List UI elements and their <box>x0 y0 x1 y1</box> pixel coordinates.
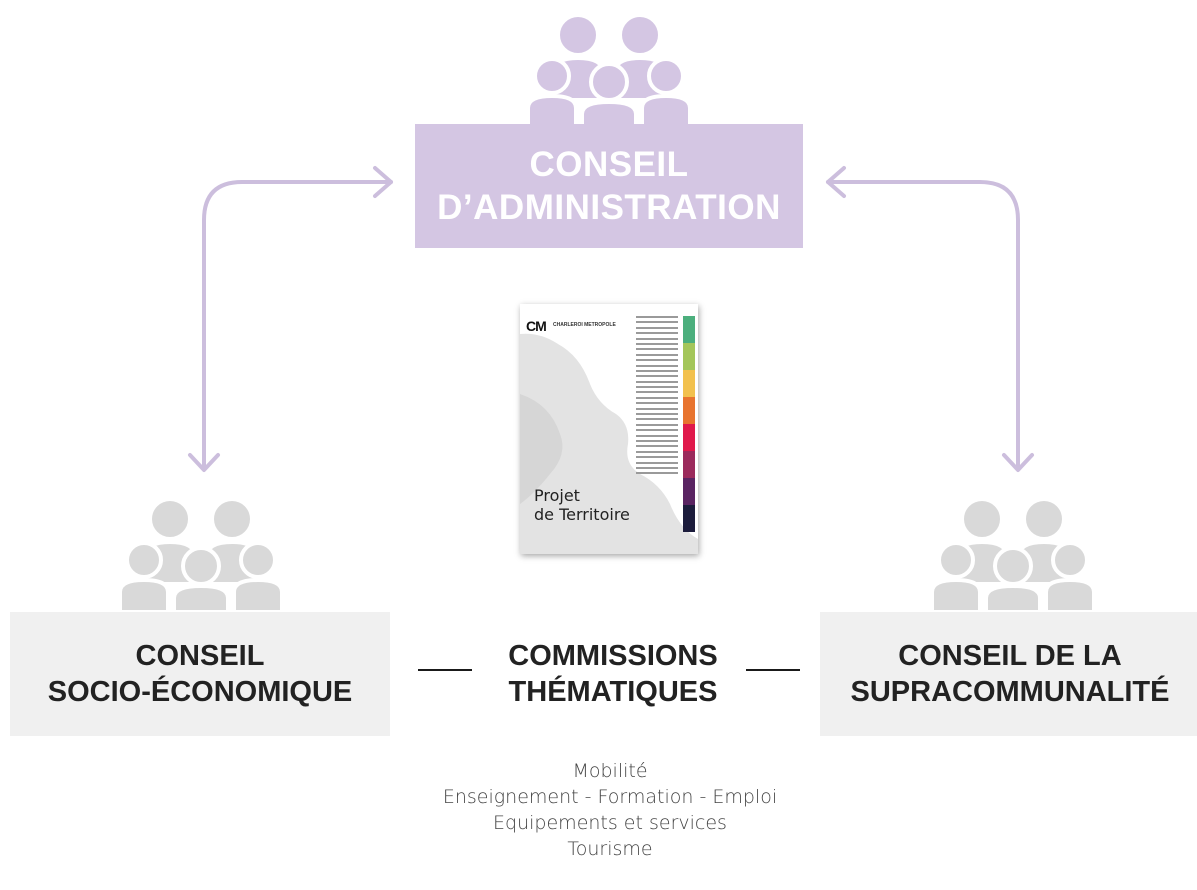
strip-segment <box>683 397 695 424</box>
right-connector-line <box>826 180 1020 470</box>
people-group-icon <box>118 497 284 612</box>
conseil-supracommunalite-line-2: SUPRACOMMUNALITÉ <box>850 676 1170 708</box>
commissions-thematiques-line-1: COMMISSIONS <box>508 640 718 672</box>
strip-segment <box>683 424 695 451</box>
left-connector-line <box>202 180 393 470</box>
left-top-arrowhead <box>373 166 393 198</box>
brochure-logo-subtitle: CHARLEROI METROPOLE <box>553 322 616 328</box>
conseil-socio-economique-line-2: SOCIO-ÉCONOMIQUE <box>47 676 353 708</box>
projet-territoire-brochure: CM CHARLEROI METROPOLE Projet de Territo… <box>520 304 698 554</box>
right-bottom-arrowhead <box>1002 453 1034 472</box>
brochure-logo: CM <box>526 318 547 334</box>
commissions-thematiques-line-2: THÉMATIQUES <box>508 676 718 708</box>
theme-item: Tourisme <box>567 838 653 860</box>
right-top-arrowhead <box>826 166 846 198</box>
conseil-supracommunalite-line-1: CONSEIL DE LA <box>898 640 1122 672</box>
right-dash-connector <box>746 669 800 671</box>
people-group-icon <box>526 13 692 128</box>
theme-item: Enseignement - Formation - Emploi <box>442 786 778 808</box>
brochure-color-strip <box>683 316 695 532</box>
strip-segment <box>683 316 695 343</box>
strip-segment <box>683 451 695 478</box>
conseil-supracommunalite-box: CONSEIL DE LA SUPRACOMMUNALITÉ <box>820 612 1197 736</box>
conseil-socio-economique-box: CONSEIL SOCIO-ÉCONOMIQUE <box>10 612 390 736</box>
brochure-title-line-2: de Territoire <box>534 505 630 524</box>
themes-list: Mobilité Enseignement - Formation - Empl… <box>400 758 820 862</box>
left-dash-connector <box>418 669 472 671</box>
conseil-administration-line-2: D’ADMINISTRATION <box>437 188 781 227</box>
brochure-commune-list <box>636 316 678 478</box>
strip-segment <box>683 370 695 397</box>
strip-segment <box>683 478 695 505</box>
theme-item: Mobilité <box>572 760 648 782</box>
map-silhouette <box>520 333 698 554</box>
conseil-administration-box: CONSEIL D’ADMINISTRATION <box>415 124 803 248</box>
strip-segment <box>683 505 695 532</box>
people-group-icon <box>930 497 1096 612</box>
brochure-title: Projet de Territoire <box>534 486 630 524</box>
strip-segment <box>683 343 695 370</box>
left-bottom-arrowhead <box>188 453 220 472</box>
conseil-socio-economique-line-1: CONSEIL <box>135 640 265 672</box>
brochure-title-line-1: Projet <box>534 486 580 505</box>
theme-item: Equipements et services <box>493 812 727 834</box>
commissions-thematiques-title: COMMISSIONS THÉMATIQUES <box>470 612 756 736</box>
conseil-administration-line-1: CONSEIL <box>529 145 689 184</box>
